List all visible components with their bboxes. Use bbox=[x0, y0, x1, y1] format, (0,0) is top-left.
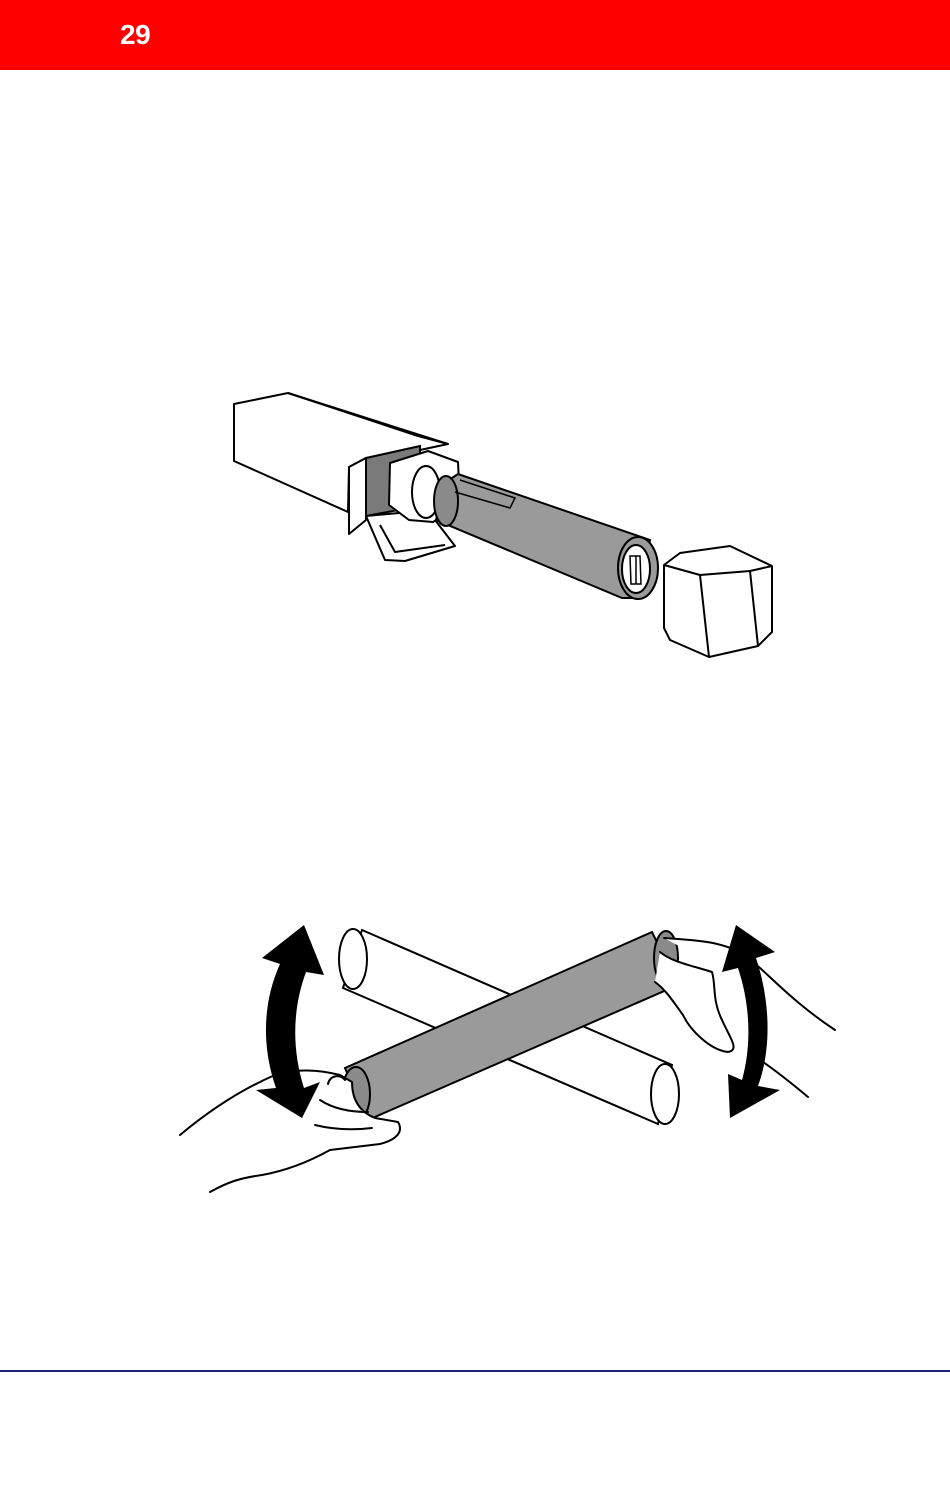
footer-rule bbox=[0, 1370, 950, 1372]
page-number: 29 bbox=[120, 18, 150, 52]
left-curved-arrow-icon bbox=[256, 925, 324, 1118]
removed-end-cap bbox=[664, 546, 772, 657]
toner-shake-illustration bbox=[0, 910, 950, 1210]
toner-removal-illustration bbox=[0, 380, 950, 680]
box-flap-left bbox=[349, 458, 366, 534]
right-curved-arrow-icon bbox=[722, 925, 780, 1118]
header-bar: 29 bbox=[0, 0, 950, 70]
toner-cartridge-tube bbox=[436, 474, 650, 598]
